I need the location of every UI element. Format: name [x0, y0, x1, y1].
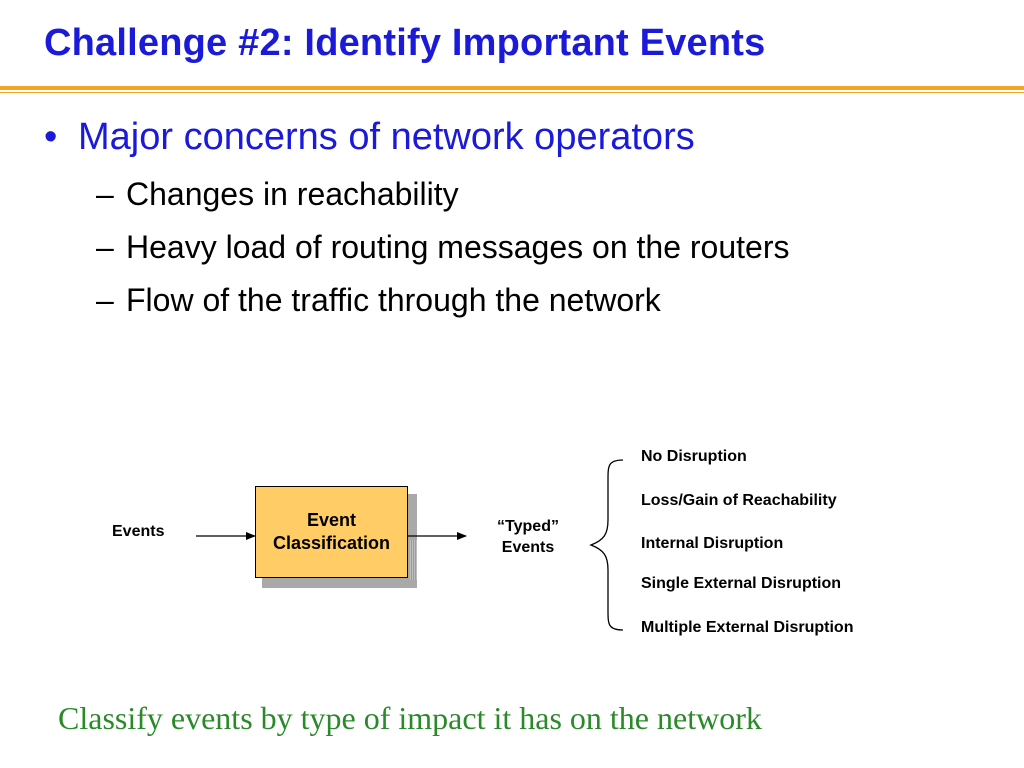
- title-divider-thin: [0, 92, 1024, 93]
- event-classification-box: Event Classification: [255, 486, 408, 578]
- typed-events-label: “Typed” Events: [480, 516, 576, 558]
- events-input-label: Events: [112, 523, 165, 540]
- title-divider: [0, 86, 1024, 90]
- main-bullet-text: Major concerns of network operators: [78, 116, 695, 158]
- dash-marker: –: [96, 229, 114, 265]
- category-label: Multiple External Disruption: [641, 619, 854, 636]
- category-label: Internal Disruption: [641, 535, 784, 552]
- slide-title: Challenge #2: Identify Important Events: [44, 22, 766, 64]
- dash-marker: –: [96, 176, 114, 212]
- box-shadow-edge: [410, 540, 417, 580]
- sub-bullet-text: Flow of the traffic through the network: [126, 282, 661, 318]
- typed-events-line2: Events: [501, 539, 555, 556]
- typed-events-line1: “Typed”: [497, 518, 559, 535]
- category-label: No Disruption: [641, 448, 747, 465]
- category-brace: [589, 459, 624, 631]
- sub-bullet-text: Changes in reachability: [126, 176, 459, 212]
- slide-caption: Classify events by type of impact it has…: [58, 700, 762, 736]
- box-label-line2: Classification: [272, 533, 391, 553]
- category-label: Single External Disruption: [641, 575, 842, 592]
- main-bullet: • Major concerns of network operators: [44, 116, 695, 159]
- sub-bullet: –Changes in reachability: [96, 176, 459, 213]
- sub-bullet: –Heavy load of routing messages on the r…: [96, 229, 789, 266]
- sub-bullet-text: Heavy load of routing messages on the ro…: [126, 229, 790, 265]
- sub-bullet: –Flow of the traffic through the network: [96, 282, 661, 319]
- dash-marker: –: [96, 282, 114, 318]
- category-label: Loss/Gain of Reachability: [641, 492, 837, 509]
- bullet-marker: •: [44, 116, 58, 158]
- box-label-line1: Event: [306, 510, 357, 530]
